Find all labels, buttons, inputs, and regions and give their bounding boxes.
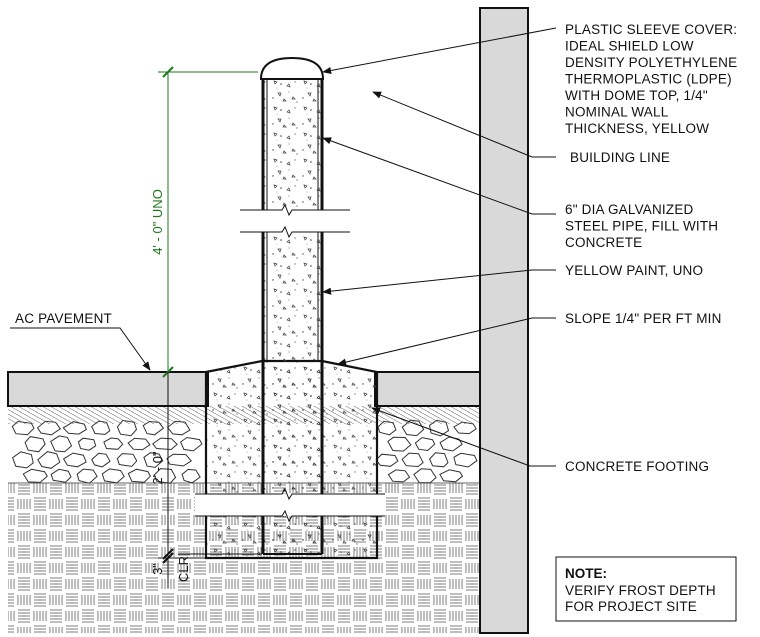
rock <box>453 452 478 468</box>
callout-building-line: BUILDING LINE <box>570 150 670 165</box>
rock <box>439 469 464 483</box>
note-box: NOTE: VERIFY FROST DEPTH FOR PROJECT SIT… <box>555 556 737 622</box>
rock <box>22 468 48 483</box>
dimension-clearance <box>162 548 262 588</box>
rock <box>77 437 97 451</box>
dimension-depth-text: 2' - 0" <box>150 451 165 484</box>
rock <box>127 437 151 451</box>
ac-pavement-right <box>374 371 481 407</box>
rock <box>91 452 111 468</box>
dimension-height <box>158 66 258 378</box>
ac-pavement-left <box>7 371 209 407</box>
rock <box>152 437 178 451</box>
leader-footing <box>371 407 556 467</box>
callout-concrete-footing: CONCRETE FOOTING <box>565 459 709 474</box>
rock <box>62 421 88 435</box>
leader-pavement <box>10 327 151 371</box>
rock <box>50 435 73 453</box>
rock <box>127 468 152 483</box>
rock <box>103 437 124 450</box>
rock <box>143 452 164 468</box>
break-line-upper <box>240 203 350 239</box>
callout-slope: SLOPE 1/4" PER FT MIN <box>565 311 722 326</box>
leader-lines <box>10 27 557 467</box>
steel-pipe <box>261 78 324 555</box>
dimension-height-text: 4' - 0" UNO <box>150 189 165 255</box>
leader-pipe <box>322 137 556 215</box>
rock <box>429 452 449 468</box>
dimension-clearance-text: 3" <box>150 563 165 575</box>
note-line-1: VERIFY FROST DEPTH <box>565 583 716 598</box>
rock <box>401 452 424 468</box>
rock <box>50 468 72 483</box>
leader-slope <box>337 317 556 366</box>
leader-sleeve <box>322 27 557 75</box>
note-title: NOTE: <box>565 566 607 581</box>
rock <box>179 436 203 452</box>
rock <box>37 451 61 469</box>
dome-cap <box>259 56 325 80</box>
dimension-clearance-label: CLR <box>176 556 191 582</box>
callout-yellow-paint: YELLOW PAINT, UNO <box>565 263 703 278</box>
rock <box>11 451 34 469</box>
rock <box>62 452 87 468</box>
rock <box>439 436 463 452</box>
rock <box>24 436 46 453</box>
rock <box>166 453 192 467</box>
note-line-2: FOR PROJECT SITE <box>565 599 697 614</box>
leader-paint <box>322 269 556 295</box>
callout-sleeve-cover: PLASTIC SLEEVE COVER: IDEAL SHIELD LOW D… <box>565 22 741 136</box>
leader-building-line <box>372 91 556 158</box>
rock <box>387 469 411 483</box>
callout-steel-pipe: 6" DIA GALVANIZED STEEL PIPE, FILL WITH … <box>565 202 722 250</box>
rock <box>387 436 412 452</box>
rock <box>414 437 436 452</box>
rock <box>116 453 138 467</box>
break-line-lower <box>195 487 385 523</box>
callout-ac-pavement: AC PAVEMENT <box>15 311 112 326</box>
